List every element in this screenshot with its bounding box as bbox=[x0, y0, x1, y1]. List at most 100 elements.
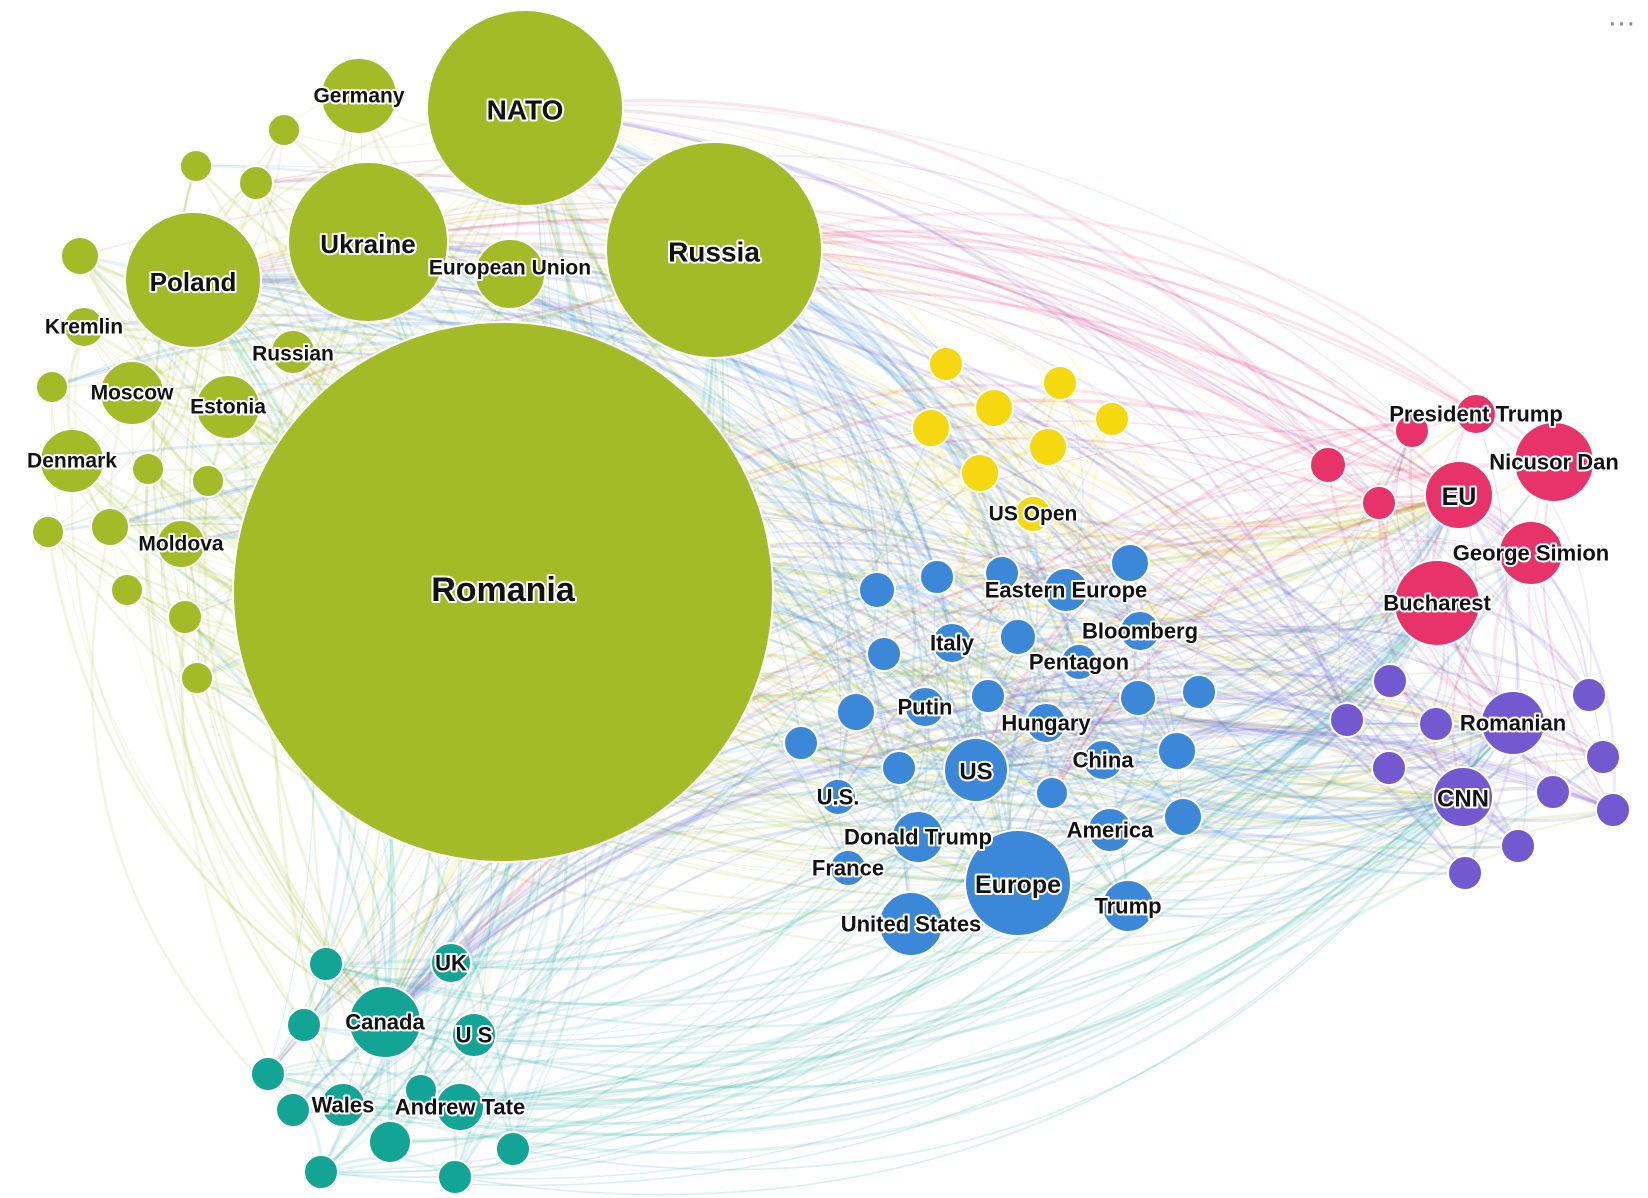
node-andrew-tate[interactable] bbox=[435, 1082, 485, 1132]
node-p1[interactable] bbox=[1394, 413, 1430, 449]
node-u-s[interactable] bbox=[451, 1012, 497, 1058]
node-b10[interactable] bbox=[1181, 674, 1217, 710]
node-european-union[interactable] bbox=[474, 238, 546, 310]
node-v9[interactable] bbox=[1500, 828, 1536, 864]
node-italy[interactable] bbox=[931, 622, 973, 664]
node-b15[interactable] bbox=[1163, 797, 1203, 837]
node-v6[interactable] bbox=[1371, 750, 1407, 786]
node-america[interactable] bbox=[1087, 807, 1133, 853]
node-uk[interactable] bbox=[430, 942, 472, 984]
node-g12[interactable] bbox=[180, 661, 214, 695]
node-t8[interactable] bbox=[303, 1154, 339, 1190]
node-g5[interactable] bbox=[35, 370, 69, 404]
node-y2[interactable] bbox=[974, 388, 1014, 428]
node-t5[interactable] bbox=[404, 1073, 438, 1107]
node-t7[interactable] bbox=[495, 1131, 531, 1167]
node-denmark[interactable] bbox=[39, 428, 105, 494]
node-b1[interactable] bbox=[858, 571, 896, 609]
node-v3[interactable] bbox=[1418, 706, 1454, 742]
node-t4[interactable] bbox=[275, 1092, 311, 1128]
node-g2[interactable] bbox=[179, 149, 213, 183]
node-g9[interactable] bbox=[90, 507, 130, 547]
node-g7[interactable] bbox=[191, 464, 225, 498]
node-p3[interactable] bbox=[1361, 485, 1397, 521]
node-russia[interactable] bbox=[605, 141, 823, 359]
node-estonia[interactable] bbox=[195, 374, 261, 440]
node-eastern-europe[interactable] bbox=[1043, 567, 1089, 613]
node-pentagon[interactable] bbox=[1060, 643, 1098, 681]
node-poland[interactable] bbox=[124, 211, 262, 349]
edge-776 bbox=[512, 722, 1514, 1171]
node-europe[interactable] bbox=[964, 829, 1072, 937]
node-us-dotted[interactable] bbox=[819, 778, 857, 816]
node-y1[interactable] bbox=[928, 346, 964, 382]
node-b13[interactable] bbox=[1035, 776, 1069, 810]
node-v5[interactable] bbox=[1585, 739, 1621, 775]
node-t1[interactable] bbox=[308, 946, 344, 982]
node-russian[interactable] bbox=[270, 329, 316, 375]
node-wales[interactable] bbox=[320, 1082, 366, 1128]
node-b12[interactable] bbox=[881, 750, 917, 786]
node-g3[interactable] bbox=[238, 165, 274, 201]
node-germany[interactable] bbox=[320, 57, 398, 135]
node-france[interactable] bbox=[829, 849, 867, 887]
node-nicusor-dan[interactable] bbox=[1513, 421, 1595, 503]
node-us-open[interactable] bbox=[1014, 495, 1052, 533]
node-y6[interactable] bbox=[1028, 427, 1068, 467]
node-romanian[interactable] bbox=[1480, 690, 1546, 756]
node-putin[interactable] bbox=[904, 686, 946, 728]
node-romania[interactable] bbox=[232, 321, 774, 863]
node-moldova[interactable] bbox=[156, 519, 206, 569]
node-kremlin[interactable] bbox=[63, 306, 105, 348]
edge-570 bbox=[255, 155, 1413, 432]
node-bucharest[interactable] bbox=[1393, 559, 1481, 647]
node-b9[interactable] bbox=[1119, 679, 1157, 717]
node-v4[interactable] bbox=[1571, 677, 1607, 713]
node-united-states[interactable] bbox=[878, 891, 944, 957]
node-b3[interactable] bbox=[984, 555, 1020, 591]
node-g4[interactable] bbox=[60, 236, 100, 276]
node-trump[interactable] bbox=[1101, 879, 1155, 933]
node-p2[interactable] bbox=[1309, 446, 1347, 484]
more-options-icon[interactable]: ··· bbox=[1608, 10, 1636, 40]
node-t6[interactable] bbox=[368, 1120, 412, 1164]
node-george-simion[interactable] bbox=[1498, 520, 1564, 586]
node-v8[interactable] bbox=[1595, 792, 1631, 828]
node-cnn[interactable] bbox=[1432, 766, 1494, 828]
node-moscow[interactable] bbox=[99, 360, 165, 426]
node-v7[interactable] bbox=[1535, 774, 1571, 810]
node-t9[interactable] bbox=[437, 1159, 473, 1195]
node-y3[interactable] bbox=[1042, 365, 1078, 401]
node-v2[interactable] bbox=[1329, 702, 1365, 738]
node-canada[interactable] bbox=[348, 985, 422, 1059]
node-hungary[interactable] bbox=[1025, 702, 1067, 744]
node-t3[interactable] bbox=[250, 1056, 286, 1092]
node-g10[interactable] bbox=[110, 573, 144, 607]
node-g8[interactable] bbox=[31, 515, 65, 549]
node-v1[interactable] bbox=[1372, 663, 1408, 699]
node-bloomberg[interactable] bbox=[1119, 610, 1161, 652]
node-b8[interactable] bbox=[970, 678, 1006, 714]
node-b11[interactable] bbox=[783, 725, 819, 761]
node-ukraine[interactable] bbox=[287, 161, 449, 323]
node-us[interactable] bbox=[943, 737, 1009, 803]
node-g11[interactable] bbox=[167, 599, 203, 635]
node-g6[interactable] bbox=[131, 452, 165, 486]
node-t2[interactable] bbox=[286, 1007, 322, 1043]
node-eu[interactable] bbox=[1424, 460, 1494, 530]
node-y5[interactable] bbox=[1094, 401, 1130, 437]
node-y4[interactable] bbox=[911, 408, 951, 448]
node-nato[interactable] bbox=[426, 9, 624, 207]
node-b7[interactable] bbox=[836, 692, 876, 732]
node-donald-trump[interactable] bbox=[891, 810, 945, 864]
node-china[interactable] bbox=[1082, 739, 1124, 781]
node-b2[interactable] bbox=[919, 559, 955, 595]
node-b5[interactable] bbox=[866, 636, 902, 672]
node-y7[interactable] bbox=[960, 453, 1000, 493]
node-b14[interactable] bbox=[1157, 731, 1197, 771]
node-b6[interactable] bbox=[999, 618, 1037, 656]
node-v10[interactable] bbox=[1447, 855, 1483, 891]
node-president-trump[interactable] bbox=[1455, 393, 1497, 435]
node-g1[interactable] bbox=[267, 113, 301, 147]
node-b4[interactable] bbox=[1110, 543, 1150, 583]
